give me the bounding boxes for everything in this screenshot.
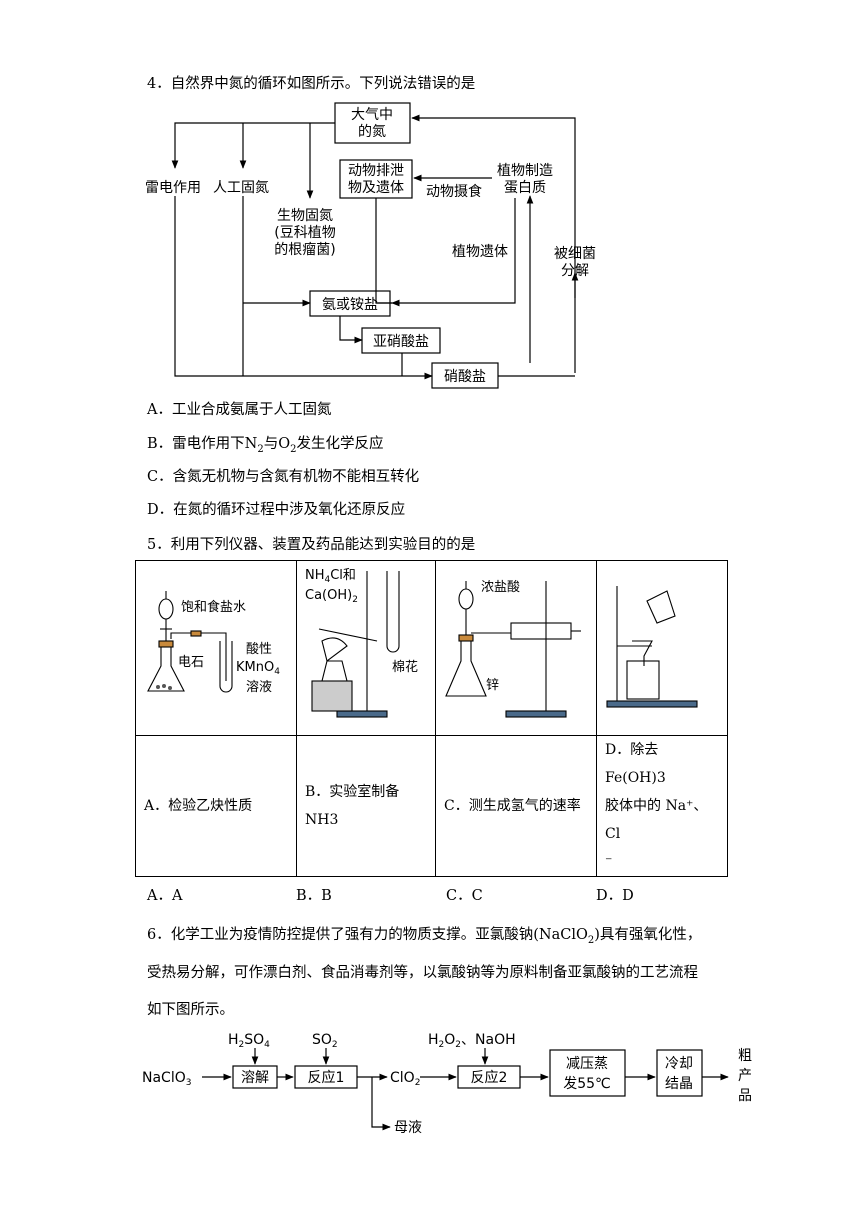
figure-a-acetylene: 饱和食盐水 电石 酸性 KMnO4 溶液 — [147, 591, 280, 695]
q5-answer-d: D．D — [596, 888, 634, 904]
label-product-3: 品 — [738, 1088, 752, 1104]
label-h2o2-naoh: H2O2、NaOH — [428, 1032, 516, 1050]
label-product-2: 产 — [738, 1068, 752, 1084]
figure-b-ammonia: NH4Cl和 Ca(OH)2 棉花 — [305, 568, 418, 718]
box-cool — [656, 1049, 703, 1097]
label-cotton: 棉花 — [392, 659, 418, 675]
label-animal-2: 物及遗体 — [348, 180, 404, 196]
q4-option-b: B．雷电作用下N2与O2发生化学反应 — [147, 436, 384, 455]
label-zinc: 锌 — [486, 678, 499, 693]
q6-line-3: 如下图所示。 — [147, 1002, 234, 1018]
label-animal-1: 动物排泄 — [348, 163, 404, 179]
q6-line-1: 6．化学工业为疫情防控提供了强有力的物质支撑。亚氯酸钠(NaClO2)具有强氧化… — [147, 927, 702, 946]
q5-answer-b: B．B — [296, 888, 332, 904]
label-nh4cl: NH4Cl和 — [305, 568, 356, 585]
q5-answer-c: C．C — [446, 888, 483, 904]
label-reaction1: 反应1 — [308, 1069, 345, 1086]
label-caoh2: Ca(OH)2 — [305, 588, 358, 605]
label-bacteria-1: 被细菌 — [554, 246, 596, 262]
label-air-1: 大气中 — [351, 107, 393, 123]
label-bacteria-2: 分解 — [561, 263, 589, 279]
label-clo2: ClO2 — [390, 1070, 420, 1088]
label-product-1: 粗 — [738, 1048, 752, 1064]
label-dissolve: 溶解 — [241, 1070, 269, 1086]
q5-apparatus-table: 饱和食盐水 电石 酸性 KMnO4 溶液 NH4Cl和 Ca(OH)2 — [135, 560, 728, 877]
label-reaction2: 反应2 — [471, 1069, 508, 1086]
label-mother-liquor: 母液 — [394, 1120, 422, 1136]
figure-c-hydrogen-rate: 浓盐酸 锌 — [445, 580, 581, 718]
q4-option-c: C．含氮无机物与含氮有机物不能相互转化 — [147, 469, 420, 485]
label-naclo3: NaClO3 — [142, 1070, 191, 1088]
caption-a: A．检验乙炔性质 — [135, 735, 297, 877]
cell-fig-b: NH4Cl和 Ca(OH)2 棉花 — [296, 560, 436, 736]
label-carbide: 电石 — [178, 655, 204, 670]
cell-fig-a: 饱和食盐水 电石 酸性 KMnO4 溶液 — [135, 560, 297, 736]
cell-fig-c: 浓盐酸 锌 — [435, 560, 597, 736]
label-plant-1: 植物制造 — [497, 163, 553, 179]
label-bio-3: 的根瘤菌) — [274, 241, 335, 258]
label-bio-1: 生物固氮 — [277, 208, 333, 224]
q6-line-2: 受热易分解，可作漂白剂、食品消毒剂等，以氯酸钠等为原料制备亚氯酸钠的工艺流程 — [147, 965, 698, 981]
label-plant-remains: 植物遗体 — [452, 244, 508, 260]
label-conc-hcl: 浓盐酸 — [481, 580, 520, 595]
caption-c: C．测生成氢气的速率 — [435, 735, 597, 877]
box-evaporate — [549, 1049, 626, 1097]
label-ammonia: 氨或铵盐 — [322, 297, 378, 313]
q4-stem: 4．自然界中氮的循环如图所示。下列说法错误的是 — [147, 76, 476, 92]
label-air-2: 的氮 — [358, 124, 386, 140]
label-brine: 饱和食盐水 — [181, 599, 246, 615]
label-h2so4: H2SO4 — [228, 1032, 270, 1050]
label-plant-2: 蛋白质 — [504, 180, 546, 196]
label-solution: 溶液 — [246, 680, 272, 695]
nitrogen-cycle-diagram: 大气中 的氮 动物排泄 物及遗体 雷电作用 人工固氮 生物固氮 (豆科植物 的根… — [145, 102, 596, 389]
label-cool-2: 结晶 — [665, 1076, 693, 1092]
label-acidic: 酸性 — [246, 642, 272, 657]
label-eat: 动物摄食 — [426, 183, 482, 200]
label-nitrite: 亚硝酸盐 — [373, 334, 429, 350]
label-so2: SO2 — [312, 1032, 338, 1050]
cell-fig-d — [596, 560, 728, 736]
label-bio-2: (豆科植物 — [274, 225, 335, 241]
q5-answer-a: A．A — [147, 888, 183, 904]
q5-stem: 5．利用下列仪器、装置及药品能达到实验目的的是 — [147, 537, 476, 553]
label-evap-1: 减压蒸 — [566, 1056, 608, 1072]
q4-option-d: D．在氮的循环过程中涉及氧化还原反应 — [147, 502, 406, 518]
figure-d-dialysis — [606, 586, 698, 708]
label-evap-2: 发55℃ — [563, 1076, 611, 1092]
label-artificial: 人工固氮 — [213, 180, 269, 196]
label-kmno4: KMnO4 — [236, 660, 280, 677]
process-flow-diagram: NaClO3 H2SO4 SO2 溶解 反应1 ClO2 H2O2、NaOH 反… — [142, 1032, 752, 1136]
label-cool-1: 冷却 — [665, 1056, 693, 1072]
label-nitrate: 硝酸盐 — [444, 369, 486, 385]
label-lightning: 雷电作用 — [145, 180, 201, 196]
q4-option-a: A．工业合成氨属于人工固氮 — [147, 402, 332, 418]
